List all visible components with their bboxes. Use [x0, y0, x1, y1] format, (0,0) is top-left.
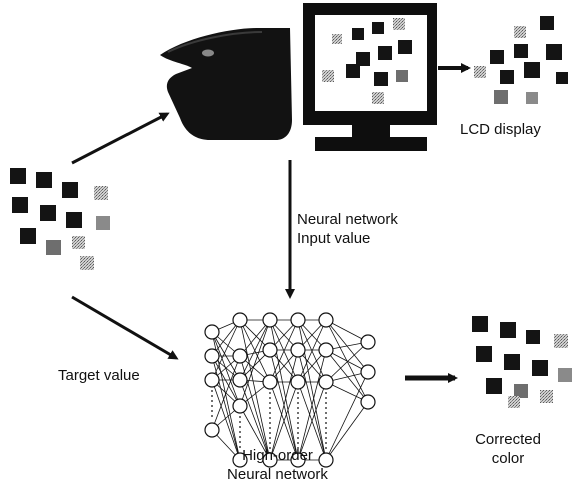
- nn-input-label-line2: Input value: [297, 230, 371, 247]
- nn-input-label-line1: Neural network: [297, 211, 398, 228]
- corrected-line2: color: [491, 450, 525, 467]
- neural-network-diagram: [204, 312, 376, 468]
- corrected-line1: Corrected: [475, 431, 541, 448]
- nn-input-label: Neural network Input value: [297, 210, 398, 248]
- lcd-output-patch-grid: [474, 16, 568, 104]
- sample-patch-grid: [10, 168, 110, 270]
- scanner-icon: [160, 28, 292, 140]
- nn-name-line1: High-order: [242, 447, 313, 464]
- corrected-color-label: Corrected color: [468, 430, 548, 468]
- lcd-display-label: LCD display: [460, 121, 541, 138]
- arrow-target-to-network: [71, 295, 179, 360]
- nn-name-line2: Neural network: [227, 466, 328, 483]
- corrected-patch-grid: [472, 316, 572, 408]
- arrow-samples-to-scanner: [71, 112, 170, 165]
- target-value-label: Target value: [58, 367, 140, 384]
- nn-name-label: High-order Neural network: [215, 446, 340, 484]
- lcd-monitor-icon: [303, 3, 437, 151]
